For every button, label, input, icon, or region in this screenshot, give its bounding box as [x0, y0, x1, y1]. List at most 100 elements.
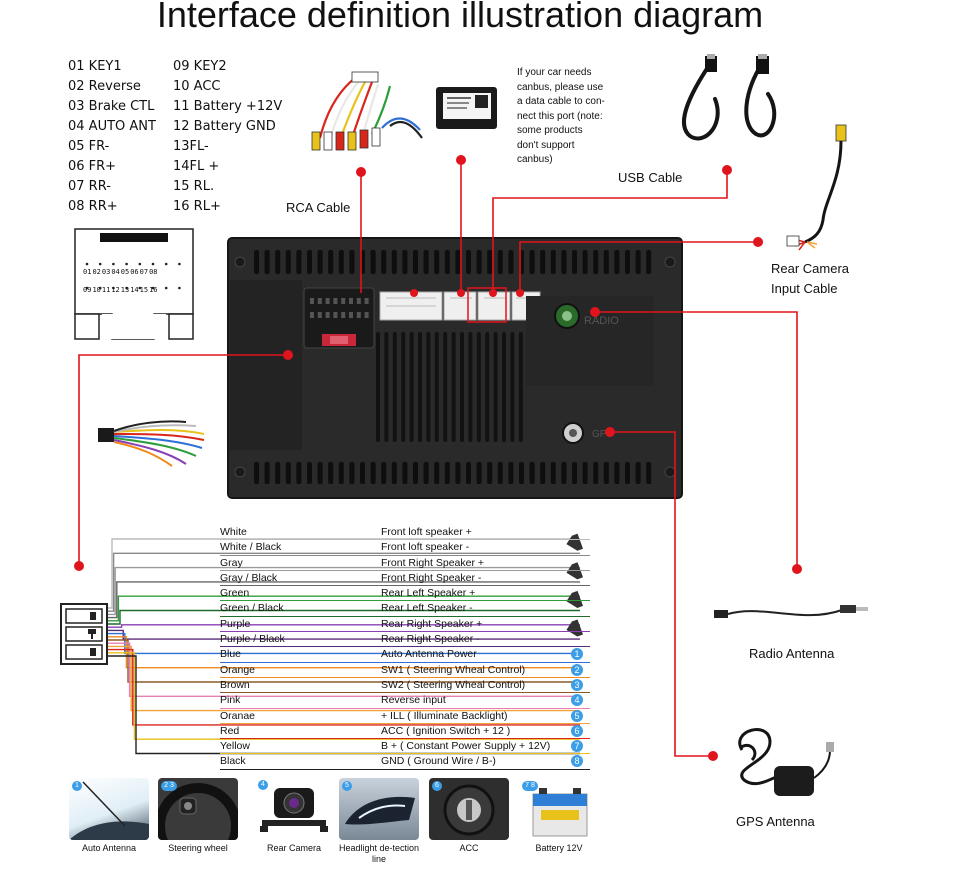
- pin-list-item: 16 RL+: [173, 199, 221, 214]
- vent-slot: [391, 462, 397, 484]
- connector-pin: [112, 262, 115, 266]
- vent-slot: [391, 250, 397, 274]
- screw-hole: [664, 466, 676, 478]
- connector-pin: [310, 298, 314, 304]
- vent-slot: [646, 462, 652, 484]
- connector-pin: [178, 286, 181, 290]
- wire-color-label: Purple / Black: [220, 633, 285, 646]
- wire-color-label: White / Black: [220, 541, 282, 554]
- vent-slot: [476, 462, 482, 484]
- pin-number: 15: [139, 286, 149, 294]
- pin-number: 08: [149, 268, 158, 276]
- pin-list-item: 03 Brake CTL: [68, 99, 155, 114]
- vent-slot: [497, 250, 503, 274]
- accessory-thumb-battery: 7 8: [519, 778, 599, 840]
- vent-slot: [285, 462, 291, 484]
- wire-function-label: Rear Left Speaker -: [381, 602, 473, 615]
- connector-pin: [356, 312, 361, 318]
- wire-line: [108, 609, 580, 625]
- wire-line: [108, 538, 580, 609]
- vent-slot: [635, 462, 641, 484]
- usb-cable-label: USB Cable: [618, 170, 683, 185]
- wire-line: [108, 552, 580, 612]
- accessory-thumb-headlight: 5: [339, 778, 419, 840]
- vent-slot: [455, 462, 461, 484]
- wire-function-label: Reverse input: [381, 694, 446, 707]
- vent-slot: [409, 332, 414, 442]
- canbus-note-line: a data cable to con-: [517, 96, 605, 107]
- accessory-thumb-acc: 6: [429, 778, 509, 840]
- vent-slot: [493, 332, 498, 442]
- connector-pin: [98, 286, 102, 290]
- gps-antenna-label: GPS Antenna: [736, 814, 815, 829]
- pointer-dot: [722, 165, 732, 175]
- wire-line: [108, 639, 580, 683]
- pointer-dot: [753, 237, 763, 247]
- canbus-note: If your car needs canbus, please use a d…: [517, 66, 623, 168]
- vent-slot: [529, 462, 535, 484]
- radio-antenna-label: Radio Antenna: [749, 646, 835, 661]
- vent-slot: [625, 462, 630, 484]
- vent-slot: [603, 462, 609, 484]
- vent-slot: [296, 462, 302, 484]
- vent-slot: [296, 250, 302, 274]
- accessory-caption: Battery 12V: [535, 843, 583, 853]
- vent-slot: [614, 250, 620, 274]
- vent-slot: [582, 462, 588, 484]
- accessory-badge: 4: [258, 780, 268, 790]
- vent-slot: [360, 250, 365, 274]
- vent-slot: [423, 250, 429, 274]
- vent-slot: [451, 332, 456, 442]
- connector-pinout-diagram: [74, 228, 194, 340]
- connector-pin: [317, 312, 322, 318]
- vent-slot: [254, 250, 259, 274]
- wire-line: [108, 624, 580, 628]
- vent-slot: [376, 332, 380, 442]
- pin-list-item: 15 RL.: [173, 179, 215, 194]
- wire-function-label: + ILL ( Illuminate Backlight): [381, 709, 508, 722]
- pin-number: 02: [92, 268, 101, 276]
- vent-slot: [603, 250, 609, 274]
- vent-slot: [401, 332, 406, 442]
- vent-slot: [460, 332, 464, 442]
- vent-slot: [455, 250, 461, 274]
- usb-cable-image: [681, 54, 777, 141]
- vent-slot: [572, 250, 577, 274]
- vent-slot: [307, 462, 312, 484]
- screw-hole: [234, 256, 246, 268]
- vent-slot: [264, 250, 270, 274]
- accessory-caption: Headlight de-tection line: [338, 843, 420, 864]
- vent-slot: [466, 462, 471, 484]
- wire-function-label: Auto Antenna Power: [381, 648, 477, 661]
- pin-number: 11: [101, 286, 111, 294]
- wire-number-badge: 5: [571, 709, 583, 722]
- connector-pin: [85, 262, 89, 266]
- pin-number: 09: [83, 286, 92, 294]
- wire-line: [108, 645, 580, 712]
- wire-function-label: Front loft speaker +: [381, 526, 472, 538]
- vent-slot: [593, 462, 599, 484]
- wire-color-label: Purple: [220, 617, 251, 630]
- wire-number-badge: 2: [571, 663, 583, 676]
- vent-slot: [317, 250, 323, 274]
- accessory-thumb-steering-wheel: 2 3: [158, 778, 238, 840]
- canbus-note-line: canbus): [517, 154, 553, 165]
- pin-list-item: 02 Reverse: [68, 79, 141, 94]
- accessory-caption: Rear Camera: [266, 843, 322, 853]
- radio-antenna-image: [714, 605, 868, 618]
- vent-slot: [497, 462, 503, 484]
- vent-slot: [434, 332, 439, 442]
- accessory-badge: 5: [342, 781, 352, 791]
- wire-harness-image: [98, 420, 205, 467]
- vent-slot: [381, 462, 387, 484]
- vent-slot: [254, 462, 259, 484]
- vent-slot: [307, 250, 312, 274]
- radio-port-label: RADIO: [584, 315, 619, 327]
